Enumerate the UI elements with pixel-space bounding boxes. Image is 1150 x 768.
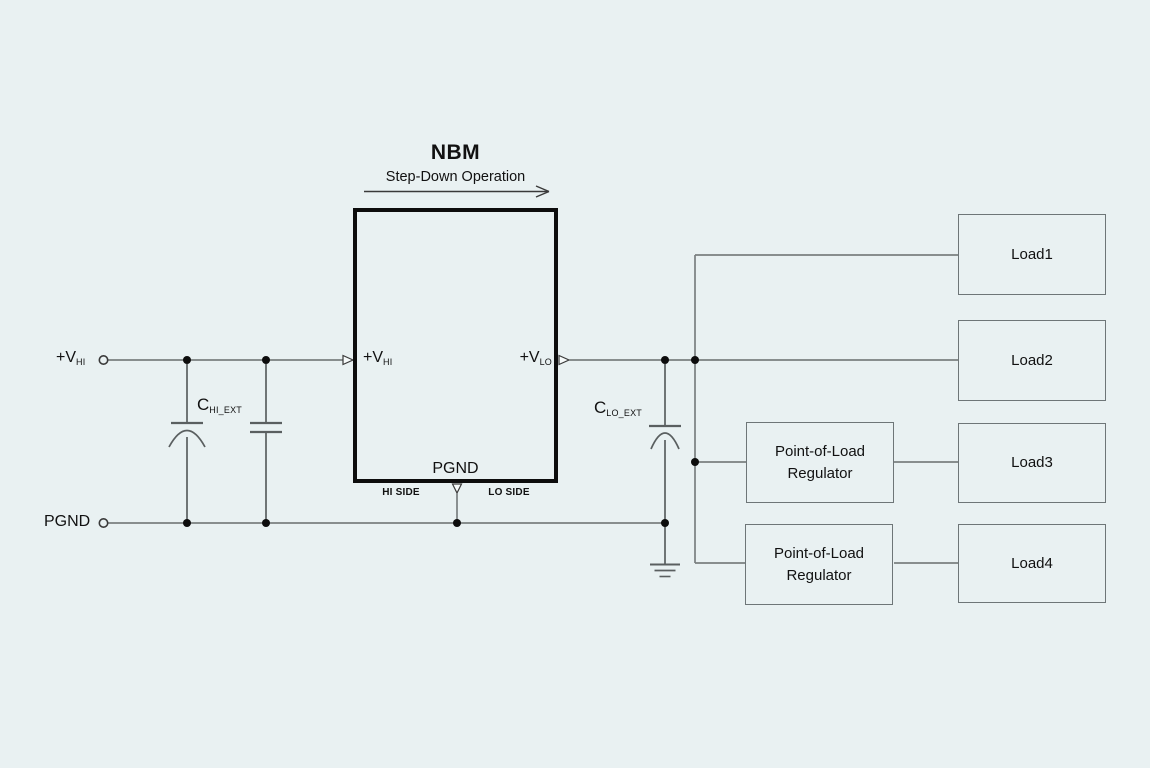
vhi-terminal-circle: [98, 354, 109, 365]
pol-regulator-2-box: Point-of-Load Regulator: [745, 524, 893, 605]
junction-dots: [183, 356, 699, 527]
cap-hi-ext-sub: HI_EXT: [209, 405, 242, 415]
load4-label: Load4: [1011, 554, 1053, 572]
load2-label: Load2: [1011, 351, 1053, 369]
diagram-title: NBM: [430, 141, 481, 164]
step-down-arrow-icon: [364, 185, 550, 198]
cap-lo-ext-label: CLO_EXT: [580, 398, 642, 418]
load3-label: Load3: [1011, 454, 1053, 472]
load4-box: Load4: [958, 524, 1106, 603]
pol-regulator-1-label: Point-of-Load Regulator: [774, 442, 866, 482]
vhi-terminal-main: +V: [56, 349, 77, 366]
nbm-pin-vhi-main: +V: [363, 349, 384, 366]
pol-regulator-1-box: Point-of-Load Regulator: [746, 422, 894, 503]
pgnd-terminal-label: PGND: [44, 513, 91, 530]
capacitor-c-hi-ext-polarized: [168, 364, 206, 523]
nbm-pin-vlo-main: +V: [519, 349, 540, 366]
diagram-subtitle: Step-Down Operation: [385, 169, 526, 185]
nbm-pin-vhi-sub: HI: [383, 357, 393, 367]
cap-lo-ext-sub: LO_EXT: [606, 408, 642, 418]
earth-ground-icon: [650, 563, 680, 578]
hi-side-label: HI SIDE: [382, 487, 420, 498]
nbm-pin-pgnd-label: PGND: [432, 460, 479, 477]
arrowhead-into-nbm-icon: [342, 354, 355, 366]
nbm-pin-vlo-label: +VLO: [470, 349, 552, 367]
capacitor-c-lo-ext-polarized: [649, 364, 681, 564]
nbm-pin-vhi-label: +VHI: [363, 349, 392, 367]
load3-box: Load3: [958, 423, 1106, 503]
load2-box: Load2: [958, 320, 1106, 401]
cap-hi-ext-label: CHI_EXT: [197, 395, 242, 415]
lo-side-label: LO SIDE: [488, 487, 530, 498]
vhi-terminal-label: +VHI: [56, 349, 85, 367]
pgnd-terminal-circle: [98, 517, 109, 528]
nbm-module-box: [353, 208, 558, 483]
capacitor-ceramic: [250, 364, 282, 523]
vhi-terminal-sub: HI: [76, 357, 86, 367]
arrowhead-pgnd-down-icon: [451, 483, 463, 495]
load1-label: Load1: [1011, 245, 1053, 263]
cap-hi-ext-main: C: [197, 395, 210, 414]
nbm-pin-vlo-sub: LO: [539, 357, 552, 367]
load1-box: Load1: [958, 214, 1106, 295]
cap-lo-ext-main: C: [594, 398, 607, 417]
arrowhead-out-of-nbm-icon: [558, 354, 571, 366]
pol-regulator-2-label: Point-of-Load Regulator: [773, 544, 865, 584]
